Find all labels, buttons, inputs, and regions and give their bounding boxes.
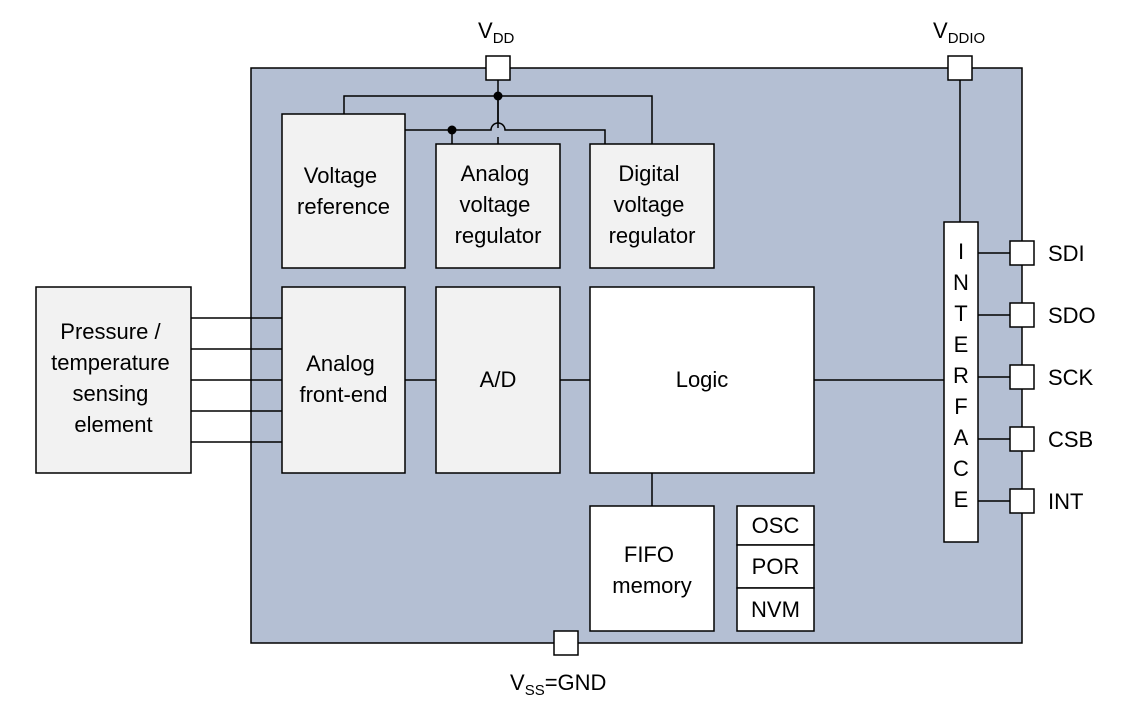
pin-csb xyxy=(1009,426,1035,452)
interface-letter: N xyxy=(953,270,969,295)
digital-regulator-block xyxy=(589,143,715,269)
interface-letter: R xyxy=(953,363,969,388)
vdd-junction xyxy=(493,91,503,101)
voltage-reference-block xyxy=(281,113,406,269)
analog-regulator-block xyxy=(435,143,561,269)
por-block xyxy=(736,544,815,589)
vdd-pin xyxy=(485,55,511,81)
vss-pin xyxy=(553,630,579,656)
vddio-pin xyxy=(947,55,973,81)
sensor-wires xyxy=(191,317,282,443)
sensing-element-label: Pressure / temperature sensing element xyxy=(51,319,176,437)
nvm-block xyxy=(736,587,815,632)
interface-letter: E xyxy=(954,487,969,512)
por-label: POR xyxy=(752,554,800,579)
pin-sdi xyxy=(1009,240,1035,266)
logic-label: Logic xyxy=(676,367,729,392)
interface-letter: I xyxy=(958,239,964,264)
analog-regulator-label: Analog voltage regulator xyxy=(455,161,542,248)
pin-label-sdo: SDO xyxy=(1048,303,1096,328)
interface-letter: E xyxy=(954,332,969,357)
analog-front-end-block xyxy=(281,286,406,474)
fifo-label: FIFO memory xyxy=(612,542,691,598)
vss-label: VSS=GND xyxy=(510,670,606,699)
fifo-block xyxy=(589,505,715,632)
analog-front-end-label: Analog front-end xyxy=(299,351,387,407)
pin-label-csb: CSB xyxy=(1048,427,1093,452)
pin-sck xyxy=(1009,364,1035,390)
adc-block xyxy=(435,286,561,474)
pin-label-sdi: SDI xyxy=(1048,241,1085,266)
pin-int xyxy=(1009,488,1035,514)
pin-label-int: INT xyxy=(1048,489,1083,514)
pin-label-sck: SCK xyxy=(1048,365,1094,390)
interface-letter: C xyxy=(953,456,969,481)
interface-letter: F xyxy=(954,394,967,419)
sensing-element-block xyxy=(35,286,192,474)
logic-block xyxy=(589,286,815,474)
interface-letter: T xyxy=(954,301,967,326)
vref-junction xyxy=(447,125,457,135)
digital-regulator-label: Digital voltage regulator xyxy=(609,161,696,248)
voltage-reference-label: Voltage reference xyxy=(297,163,390,219)
vddio-label: VDDIO xyxy=(933,18,985,47)
vdd-label: VDD xyxy=(478,18,515,47)
osc-label: OSC xyxy=(752,513,800,538)
signal-wires xyxy=(405,379,944,506)
adc-label: A/D xyxy=(480,367,517,392)
interface-letter: A xyxy=(954,425,969,450)
interface-pins: SDI SDO SCK CSB INT xyxy=(978,240,1096,514)
pin-sdo xyxy=(1009,302,1035,328)
interface-block xyxy=(943,221,979,543)
osc-block xyxy=(736,505,815,546)
nvm-label: NVM xyxy=(751,597,800,622)
